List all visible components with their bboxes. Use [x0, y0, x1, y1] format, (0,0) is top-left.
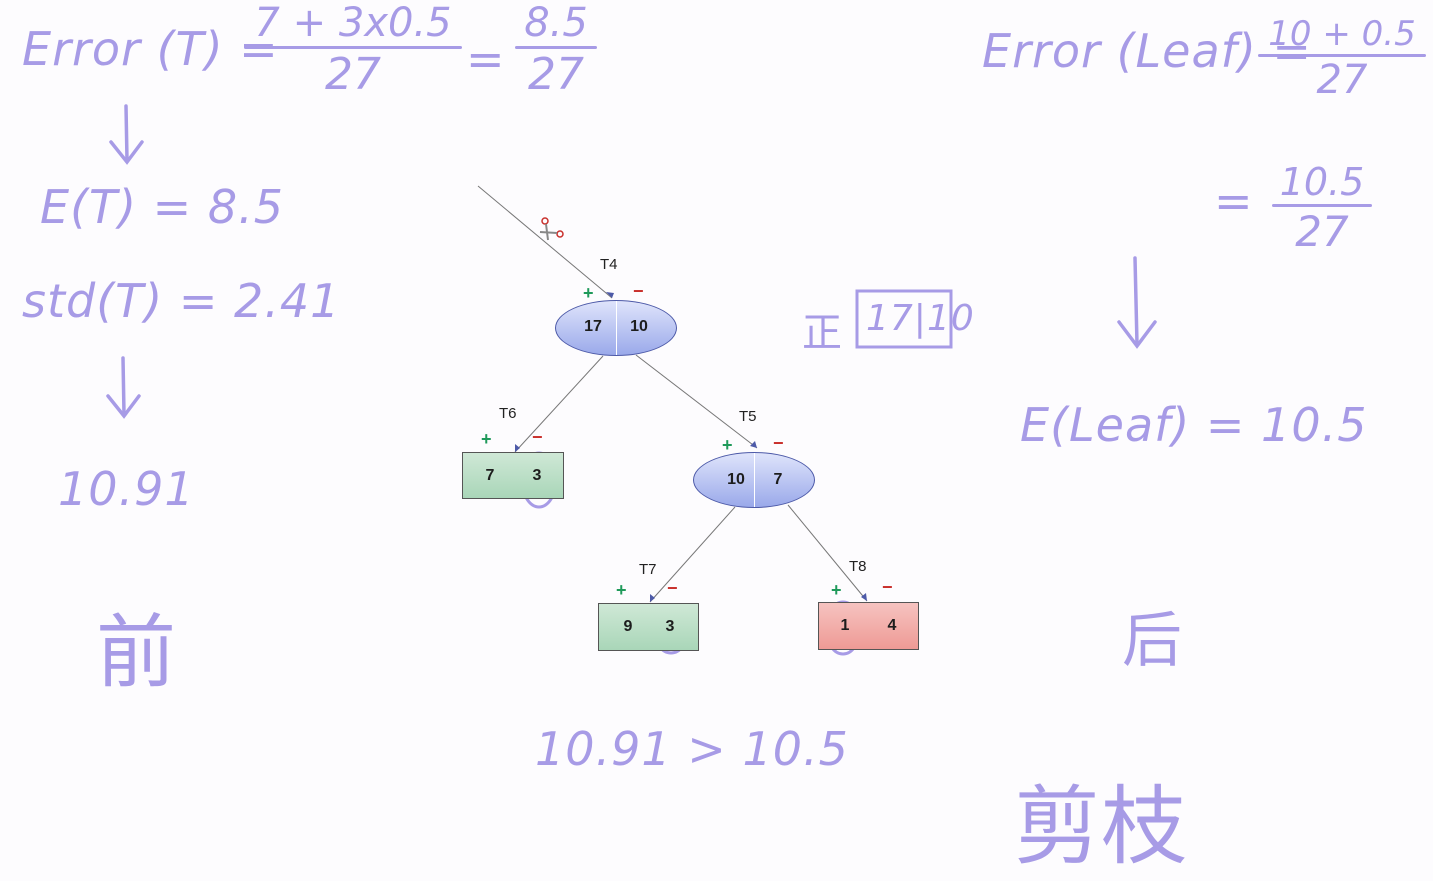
arrowhead-t5: [750, 441, 757, 448]
minus-sign-t7: −: [667, 578, 678, 598]
t4-pos-count: 17: [584, 318, 602, 335]
t7-neg-count: 3: [665, 618, 675, 635]
leaf-half-pos: [819, 603, 870, 649]
error-leaf-denominator: 27: [1316, 57, 1368, 103]
error-t-denominator-2: 27: [528, 49, 584, 100]
value-before: 10.91: [58, 462, 195, 516]
minus-sign-t8: −: [882, 577, 893, 597]
edge-t5-t8: [787, 504, 868, 602]
plus-sign-t8: +: [831, 580, 842, 600]
fraction-bar: [1272, 204, 1372, 207]
down-arrow-3-icon: [1117, 256, 1157, 349]
t5-pos-count: 10: [727, 471, 745, 488]
t6-neg-count: 3: [532, 467, 542, 484]
e-t-value: E(T) = 8.5: [40, 180, 284, 234]
plus-sign-t7: +: [616, 580, 627, 600]
down-arrow-2-icon: [106, 356, 141, 419]
edge-root-to-t4: [477, 185, 613, 299]
arrowhead-t4: [606, 292, 614, 298]
leaf-t8: [818, 602, 919, 650]
leaf-half-neg: [513, 453, 563, 498]
scissors-icon: [539, 217, 564, 241]
equals-sign-2: =: [1214, 174, 1254, 228]
plus-sign-t5: +: [722, 435, 733, 455]
error-t-fraction: 7 + 3x0.5 27: [244, 0, 462, 100]
t8-neg-count: 4: [887, 617, 897, 634]
e-leaf-value: E(Leaf) = 10.5: [1020, 398, 1368, 452]
arrowhead-t7: [650, 594, 655, 602]
error-leaf-denominator-2: 27: [1295, 207, 1349, 256]
error-leaf-numerator-2: 10.5: [1279, 160, 1365, 204]
error-t-numerator-2: 8.5: [524, 0, 588, 46]
node-t4: [555, 300, 677, 356]
node-label-t4: T4: [600, 256, 618, 273]
edge-t4-t5: [635, 354, 758, 449]
before-char: 前: [96, 606, 177, 699]
arrowhead-t6: [515, 444, 520, 452]
minus-sign-t5: −: [773, 433, 784, 453]
arrowhead-t8: [861, 593, 867, 601]
error-leaf-fraction-2: 10.5 27: [1272, 160, 1372, 256]
minus-sign-t6: −: [532, 427, 543, 447]
positive-char: 正: [802, 310, 843, 356]
fraction-bar: [1258, 54, 1426, 57]
error-t-fraction-2: 8.5 27: [515, 0, 597, 100]
node-divider: [754, 453, 755, 507]
minus-sign-t4: −: [633, 281, 644, 301]
leaf-half-neg: [648, 604, 698, 650]
plus-sign-t6: +: [481, 429, 492, 449]
prune-chars: 剪枝: [1014, 777, 1188, 877]
t7-pos-count: 9: [623, 618, 633, 635]
error-t-denominator: 27: [325, 49, 381, 100]
node-label-t7: T7: [639, 561, 657, 578]
std-t-value: std(T) = 2.41: [22, 274, 341, 328]
t6-pos-count: 7: [485, 467, 495, 484]
edge-t5-t7: [649, 506, 736, 603]
leaf-half-pos: [463, 453, 514, 498]
comparison-text: 10.91 > 10.5: [535, 722, 849, 776]
node-divider: [616, 301, 617, 355]
edge-t4-t6: [514, 355, 604, 453]
fraction-bar: [515, 46, 597, 49]
node-label-t5: T5: [739, 408, 757, 425]
t8-pos-count: 1: [840, 617, 850, 634]
leaf-half-neg: [868, 603, 918, 649]
node-label-t6: T6: [499, 405, 517, 422]
error-leaf-label: Error (Leaf) =: [982, 24, 1312, 78]
error-t-numerator: 7 + 3x0.5: [254, 0, 452, 46]
equals-sign: =: [466, 32, 506, 86]
leaf-t6: [462, 452, 564, 499]
node-label-t8: T8: [849, 558, 867, 575]
error-t-label: Error (T) =: [22, 22, 279, 76]
t4-neg-count: 10: [630, 318, 648, 335]
plus-sign-t4: +: [583, 283, 594, 303]
node-t5: [693, 452, 815, 508]
positive-counts: 17|10: [866, 298, 975, 339]
error-leaf-fraction: 10 + 0.5 27: [1258, 14, 1426, 103]
t5-neg-count: 7: [773, 471, 783, 488]
down-arrow-1-icon: [109, 104, 144, 165]
positive-count-box: [855, 289, 953, 349]
fraction-bar: [244, 46, 462, 49]
leaf-t7: [598, 603, 699, 651]
after-char: 后: [1122, 606, 1183, 676]
error-leaf-numerator: 10 + 0.5: [1268, 14, 1416, 54]
